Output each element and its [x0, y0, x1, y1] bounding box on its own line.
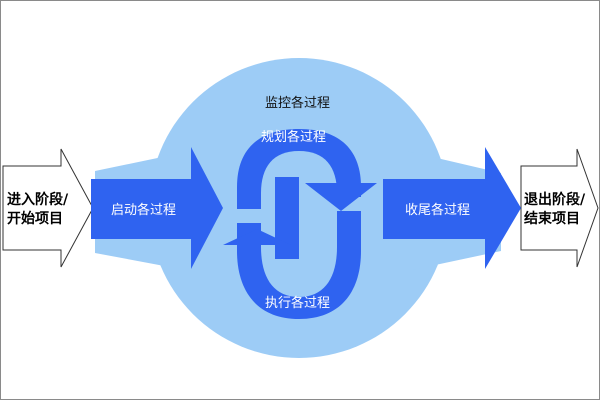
- initiating-label: 启动各过程: [111, 202, 176, 218]
- executing-label: 执行各过程: [265, 295, 330, 311]
- closing-arrow: 收尾各过程: [383, 147, 521, 269]
- exit-phase-arrow: 退出阶段/ 结束项目: [520, 148, 599, 268]
- closing-label: 收尾各过程: [405, 202, 470, 218]
- initiating-arrow: 启动各过程: [91, 147, 223, 269]
- process-loop: 规划各过程 执行各过程: [223, 129, 377, 319]
- exit-phase-label-1: 退出阶段/: [524, 191, 586, 208]
- planning-label: 规划各过程: [261, 129, 326, 145]
- monitoring-label: 监控各过程: [265, 95, 330, 111]
- exit-phase-label-2: 结束项目: [524, 210, 580, 227]
- enter-phase-label-1: 进入阶段/: [7, 191, 69, 208]
- enter-phase-label-2: 开始项目: [7, 210, 63, 227]
- enter-phase-arrow: 进入阶段/ 开始项目: [2, 148, 94, 268]
